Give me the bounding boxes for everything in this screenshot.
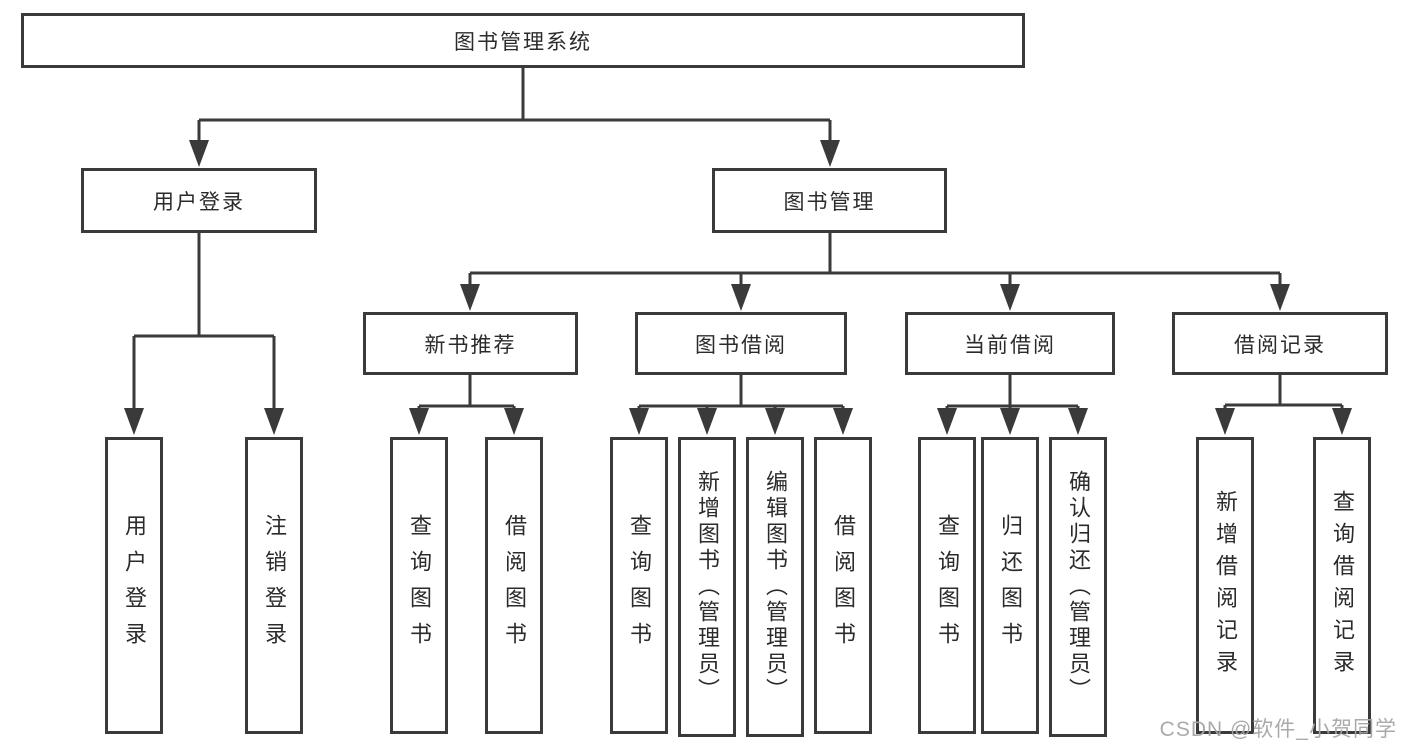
connector-user-login (132, 233, 276, 410)
node-confirm-return-admin-label: 确认归还（管理员） (1066, 470, 1091, 704)
node-new-book-recommend: 新书推荐 (363, 312, 578, 375)
connector-user-login-arrowheads (124, 408, 284, 435)
connector-borrow-record (1223, 375, 1344, 410)
node-confirm-return-admin: 确认归还（管理员） (1049, 437, 1107, 737)
node-query-book-borrow: 查询图书 (610, 437, 668, 734)
watermark: CSDN @软件_小贺同学 (1159, 718, 1397, 741)
connector-current-borrow (945, 375, 1080, 410)
connector-new-book-recommend-arrowheads (409, 408, 524, 435)
arrowhead-icon (264, 408, 284, 435)
node-query-book-recommend-label: 查询图书 (407, 513, 432, 658)
connector-new-book-recommend-lines (417, 375, 516, 410)
node-book-management: 图书管理 (712, 168, 947, 233)
connector-root (197, 68, 832, 142)
arrowhead-icon (1000, 284, 1020, 311)
arrowhead-icon (629, 408, 649, 435)
node-query-book-current-label: 查询图书 (935, 513, 960, 658)
node-logout-leaf: 注销登录 (245, 437, 303, 734)
node-user-login: 用户登录 (81, 168, 317, 233)
node-add-borrow-record: 新增借阅记录 (1196, 437, 1254, 734)
node-user-login-leaf: 用户登录 (105, 437, 163, 734)
connector-book-management-arrowheads (460, 284, 1290, 311)
node-root: 图书管理系统 (21, 13, 1025, 68)
node-logout-leaf-label: 注销登录 (262, 513, 287, 658)
connector-root-lines (197, 68, 832, 142)
arrowhead-icon (1332, 408, 1352, 435)
arrowhead-icon (1270, 284, 1290, 311)
arrowhead-icon (937, 408, 957, 435)
node-user-login-leaf-label: 用户登录 (122, 513, 147, 658)
connector-book-borrow-arrowheads (629, 408, 853, 435)
node-borrow-record: 借阅记录 (1172, 312, 1388, 375)
connector-user-login-lines (132, 233, 276, 410)
node-current-borrow: 当前借阅 (905, 312, 1115, 375)
node-add-book-admin: 新增图书（管理员） (678, 437, 736, 737)
node-query-borrow-record: 查询借阅记录 (1313, 437, 1371, 734)
arrowhead-icon (504, 408, 524, 435)
node-borrow-book-recommend-label: 借阅图书 (502, 513, 527, 658)
node-query-book-current: 查询图书 (918, 437, 976, 734)
node-borrow-book-leaf-label: 借阅图书 (831, 513, 856, 658)
node-book-borrow: 图书借阅 (635, 312, 847, 375)
connector-borrow-record-arrowheads (1215, 408, 1352, 435)
arrowhead-icon (1000, 408, 1020, 435)
node-return-book: 归还图书 (981, 437, 1039, 734)
arrowhead-icon (1215, 408, 1235, 435)
arrowhead-icon (765, 408, 785, 435)
node-query-book-borrow-label: 查询图书 (627, 513, 652, 658)
arrowhead-icon (833, 408, 853, 435)
node-borrow-book-recommend: 借阅图书 (485, 437, 543, 734)
arrowhead-icon (1068, 408, 1088, 435)
node-borrow-book-leaf: 借阅图书 (814, 437, 872, 734)
node-query-borrow-record-label: 查询借阅记录 (1330, 489, 1355, 682)
arrowhead-icon (460, 284, 480, 311)
arrowhead-icon (409, 408, 429, 435)
arrowhead-icon (697, 408, 717, 435)
node-add-borrow-record-label: 新增借阅记录 (1213, 489, 1238, 682)
connector-book-borrow (637, 375, 845, 410)
node-add-book-admin-label: 新增图书（管理员） (695, 470, 720, 704)
node-return-book-label: 归还图书 (998, 513, 1023, 658)
connector-current-borrow-lines (945, 375, 1080, 410)
node-edit-book-admin: 编辑图书（管理员） (746, 437, 804, 737)
connector-new-book-recommend (417, 375, 516, 410)
connector-book-management (468, 233, 1282, 286)
connector-root-arrowheads (189, 140, 840, 167)
node-query-book-recommend: 查询图书 (390, 437, 448, 734)
arrowhead-icon (189, 140, 209, 167)
arrowhead-icon (820, 140, 840, 167)
connector-book-management-lines (468, 233, 1282, 286)
arrowhead-icon (731, 284, 751, 311)
node-edit-book-admin-label: 编辑图书（管理员） (763, 470, 788, 704)
connector-borrow-record-lines (1223, 375, 1344, 410)
arrowhead-icon (124, 408, 144, 435)
connector-current-borrow-arrowheads (937, 408, 1088, 435)
connector-book-borrow-lines (637, 375, 845, 410)
